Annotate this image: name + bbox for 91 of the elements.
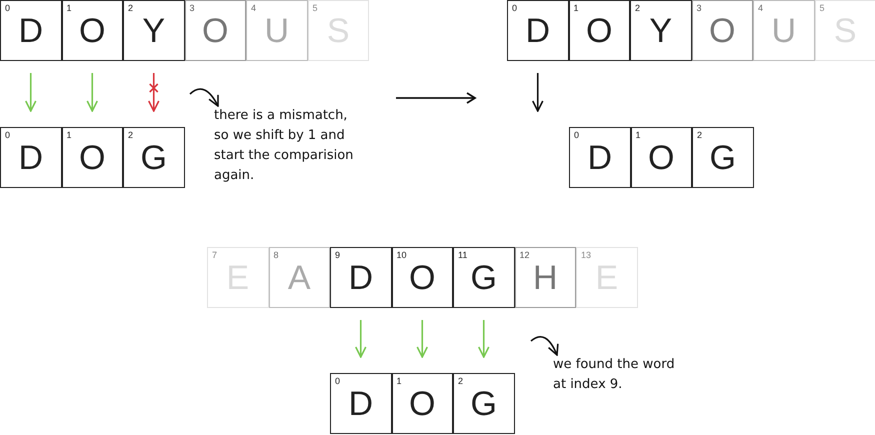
index-number: 2 xyxy=(128,130,134,140)
index-number: 8 xyxy=(274,250,279,260)
letter-cell xyxy=(569,127,630,188)
letter-cell xyxy=(392,247,453,308)
index-number: 0 xyxy=(512,3,518,13)
letter-cell xyxy=(62,0,123,61)
letter: D xyxy=(348,260,374,296)
letter: O xyxy=(79,140,106,176)
annotation-text: there is a mismatch, so we shift by 1 and start the comparision again. xyxy=(214,106,362,188)
letter: D xyxy=(525,12,550,48)
index-number: 2 xyxy=(458,376,464,386)
index-number: 5 xyxy=(820,3,825,13)
letter: G xyxy=(470,260,497,296)
letter: U xyxy=(264,12,290,48)
index-number: 4 xyxy=(251,3,256,13)
index-number: 3 xyxy=(190,3,195,13)
letter: H xyxy=(532,260,558,296)
letter: O xyxy=(586,12,612,48)
letter-cell xyxy=(814,0,875,61)
letter-cell xyxy=(246,0,308,61)
letter-cell xyxy=(692,0,753,61)
index-number: 9 xyxy=(335,250,340,260)
letter: G xyxy=(470,386,497,422)
letter: G xyxy=(710,140,736,176)
letter: O xyxy=(79,12,106,48)
letter-cell xyxy=(692,127,754,188)
index-number: 0 xyxy=(574,130,580,140)
arrow xyxy=(478,320,490,358)
letter-cell xyxy=(184,0,246,61)
letter-cell xyxy=(0,0,62,61)
index-number: 12 xyxy=(520,250,530,260)
index-number: 3 xyxy=(696,3,702,13)
letter-cell xyxy=(330,373,392,434)
letter-cell xyxy=(392,373,453,434)
letter: Y xyxy=(142,12,166,48)
letter-cell xyxy=(753,0,814,61)
letter: D xyxy=(587,140,612,176)
letter: O xyxy=(202,12,228,48)
letter: D xyxy=(348,386,374,422)
index-number: 11 xyxy=(458,250,468,260)
letter: O xyxy=(709,12,736,48)
index-number: 1 xyxy=(574,3,579,13)
index-number: 0 xyxy=(5,3,10,13)
letter-cell xyxy=(62,127,123,188)
letter-cell xyxy=(453,373,514,434)
arrow xyxy=(24,73,37,112)
index-number: 1 xyxy=(636,130,641,140)
letter: D xyxy=(18,140,44,176)
index-number: 2 xyxy=(635,3,640,13)
index-number: 4 xyxy=(758,3,764,13)
index-number: 7 xyxy=(212,250,218,260)
index-number: 5 xyxy=(312,3,318,13)
index-number: 10 xyxy=(396,250,407,260)
letter: O xyxy=(409,386,436,422)
index-number: 13 xyxy=(581,250,592,260)
index-number: 1 xyxy=(66,130,72,140)
letter-cell xyxy=(630,0,692,61)
letter-cell xyxy=(514,247,576,308)
letter-cell xyxy=(308,0,369,61)
letter-cell xyxy=(330,247,392,308)
letter-cell xyxy=(0,127,62,188)
arrow xyxy=(354,320,367,358)
index-number: 1 xyxy=(66,3,72,13)
annotation-text: we found the word at index 9. xyxy=(553,355,683,397)
index-number: 2 xyxy=(128,3,134,13)
index-number: 1 xyxy=(396,376,402,386)
letter-cell xyxy=(123,127,184,188)
letter-cell xyxy=(576,247,638,308)
letter: O xyxy=(648,140,674,176)
index-number: 2 xyxy=(697,130,702,140)
arrow xyxy=(86,73,98,112)
arrow xyxy=(532,73,544,112)
letter: G xyxy=(140,140,167,176)
letter: O xyxy=(409,260,436,296)
letter-cell xyxy=(568,0,630,61)
letter-cell xyxy=(630,127,692,188)
letter: U xyxy=(771,12,796,48)
letter-cell xyxy=(123,0,184,61)
letter-cell xyxy=(453,247,514,308)
letter-cell xyxy=(507,0,568,61)
index-number: 0 xyxy=(5,130,10,140)
letter: A xyxy=(288,260,311,296)
index-number: 0 xyxy=(335,376,340,386)
arrow xyxy=(190,88,219,107)
arrow xyxy=(530,336,558,356)
letter-cell xyxy=(207,247,268,308)
letter: Y xyxy=(649,12,672,48)
arrow xyxy=(148,73,160,112)
arrow xyxy=(416,320,428,358)
letter-cell xyxy=(268,247,330,308)
letter: D xyxy=(18,12,44,48)
